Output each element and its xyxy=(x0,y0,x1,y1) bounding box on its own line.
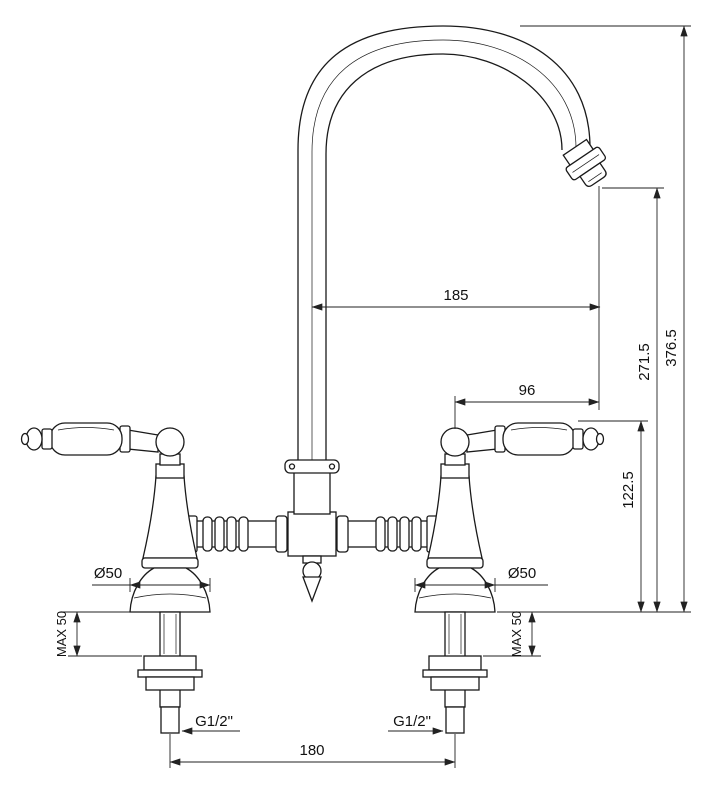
dim-flange-left-label: Ø50 xyxy=(94,565,122,582)
right-neck xyxy=(440,463,470,479)
right-grip-line xyxy=(510,427,568,431)
dim-thread-right: G1/2" xyxy=(388,713,444,735)
dim-hole-centers-label: 180 xyxy=(299,742,324,759)
dim-total-height: 376.5 xyxy=(663,25,688,613)
bridge-ring-right xyxy=(336,515,349,553)
aerator-line xyxy=(588,172,602,182)
right-locknut-2 xyxy=(430,676,480,691)
bridge-bead xyxy=(399,516,410,552)
bridge-bead xyxy=(202,516,213,552)
spout-inner-edge xyxy=(325,53,563,462)
finial-point xyxy=(302,576,322,603)
nozzle-collar-line xyxy=(572,154,600,173)
bridge-bead xyxy=(238,516,249,552)
right-handle xyxy=(466,422,605,456)
dim-flange-right-label: Ø50 xyxy=(508,565,536,582)
bridge-bead xyxy=(387,516,398,552)
left-inlet-tail xyxy=(160,706,180,734)
right-bell xyxy=(427,475,483,559)
dim-spout-reach: 185 xyxy=(311,287,601,311)
left-escutcheon-line xyxy=(133,593,207,599)
dim-flange-right: Ø50 xyxy=(414,565,548,589)
dim-flange-left: Ø50 xyxy=(92,565,211,589)
right-handle-neck xyxy=(466,429,498,453)
nozzle-tip xyxy=(579,162,607,188)
bridge-bar xyxy=(182,511,443,557)
flange-screw xyxy=(288,463,296,470)
dim-max-depth-left-label: MAX 50 xyxy=(54,611,69,657)
spout-outer-edge xyxy=(297,25,591,462)
left-handle-ferrule xyxy=(41,428,53,450)
right-base-ring xyxy=(426,557,484,569)
bridge-bead xyxy=(214,516,225,552)
dim-outlet-height: 271.5 xyxy=(636,187,661,613)
right-undercounter-assembly xyxy=(422,611,488,734)
left-washer xyxy=(137,669,203,678)
left-handle-ball xyxy=(155,427,185,457)
spout-base-flange xyxy=(284,459,340,474)
right-washer xyxy=(422,669,488,678)
dim-handle-height: 122.5 xyxy=(620,420,645,613)
spout xyxy=(297,25,607,462)
dim-max-depth-right-label: MAX 50 xyxy=(509,611,524,657)
left-thread-lines xyxy=(163,614,177,654)
flange-screw xyxy=(328,463,336,470)
right-handle-ball xyxy=(440,427,470,457)
right-locknut xyxy=(428,655,482,671)
left-undercounter-assembly xyxy=(137,611,203,734)
bridge-ring-left xyxy=(275,515,288,553)
left-neck xyxy=(155,463,185,479)
left-base-ring xyxy=(141,557,199,569)
center-column xyxy=(284,459,340,515)
dim-thread-left: G1/2" xyxy=(181,713,240,735)
bridge-center-block xyxy=(287,511,337,557)
dim-thread-right-label: G1/2" xyxy=(393,713,431,730)
right-handle-tip xyxy=(595,432,605,446)
left-grip-line xyxy=(57,427,115,431)
bridge-bead xyxy=(411,516,422,552)
bridge-bead xyxy=(375,516,386,552)
dim-max-depth-left: MAX 50 xyxy=(54,611,81,657)
center-finial xyxy=(302,555,322,603)
left-handle xyxy=(20,422,159,456)
left-locknut xyxy=(143,655,197,671)
dim-handle-to-outlet-label: 96 xyxy=(519,382,536,399)
left-handle-tip xyxy=(20,432,30,446)
dim-total-height-label: 376.5 xyxy=(663,329,680,367)
left-escutcheon xyxy=(129,567,211,613)
right-escutcheon-line xyxy=(418,593,492,599)
dim-outlet-height-label: 271.5 xyxy=(636,343,653,381)
dim-spout-reach-label: 185 xyxy=(443,287,468,304)
spout-nozzle xyxy=(562,138,607,188)
column-body xyxy=(293,471,331,515)
right-inlet-tail xyxy=(445,706,465,734)
left-bell xyxy=(142,475,198,559)
dim-handle-to-outlet: 96 xyxy=(454,382,600,406)
left-handle-neck xyxy=(127,429,159,453)
right-valve-body xyxy=(414,453,496,613)
spout-detail-line xyxy=(311,39,577,462)
right-escutcheon xyxy=(414,567,496,613)
dim-hole-centers: 180 xyxy=(169,742,456,766)
right-thread-lines xyxy=(448,614,462,654)
dim-max-depth-right: MAX 50 xyxy=(509,611,536,657)
right-handle-ferrule xyxy=(572,428,584,450)
left-valve-body xyxy=(129,453,211,613)
bridge-bead xyxy=(226,516,237,552)
dim-handle-height-label: 122.5 xyxy=(620,471,637,509)
dim-thread-left-label: G1/2" xyxy=(195,713,233,730)
left-locknut-2 xyxy=(145,676,195,691)
